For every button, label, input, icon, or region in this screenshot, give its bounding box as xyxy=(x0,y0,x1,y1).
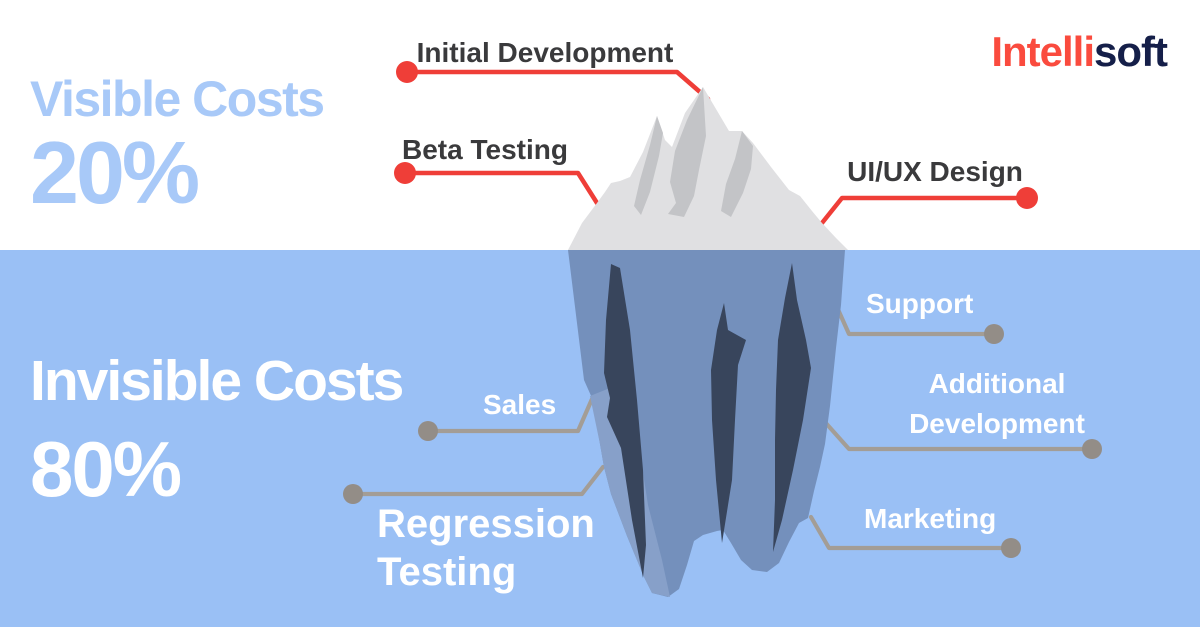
logo-part-navy: soft xyxy=(1094,28,1168,75)
dot-regression-testing xyxy=(343,484,363,504)
dot-additional-development xyxy=(1082,439,1102,459)
iceberg-above-facet-center xyxy=(668,87,706,217)
dot-support xyxy=(984,324,1004,344)
logo-part-red: Intelli xyxy=(991,28,1095,75)
intellisoft-logo: Intellisoft xyxy=(991,28,1168,76)
label-sales: Sales xyxy=(483,389,557,420)
label-initial-development: Initial Development xyxy=(416,37,674,68)
dot-marketing xyxy=(1001,538,1021,558)
visible-costs-title: Visible Costs xyxy=(30,71,325,127)
label-additional-development: Additional Development xyxy=(909,368,1085,439)
leader-line-support xyxy=(833,302,997,337)
leader-line-beta-testing xyxy=(402,170,600,206)
iceberg-crevice-middle xyxy=(711,303,746,543)
visible-costs-percent: 20% xyxy=(30,123,200,222)
label-marketing: Marketing xyxy=(864,503,997,534)
leader-line-ui-ux-design xyxy=(819,195,1030,226)
leader-line-initial-development xyxy=(404,69,711,102)
iceberg-above-facet-left xyxy=(634,116,663,215)
label-beta-testing: Beta Testing xyxy=(402,134,568,165)
iceberg-crevice-right xyxy=(773,263,811,552)
iceberg-crevice-left xyxy=(604,264,646,578)
invisible-costs-title: Invisible Costs xyxy=(30,349,404,413)
dot-beta-testing xyxy=(394,162,416,184)
iceberg-above-body xyxy=(568,87,848,250)
label-regression-testing: Regression Testing xyxy=(377,502,595,594)
leader-line-sales xyxy=(425,396,595,434)
dot-ui-ux-design xyxy=(1016,187,1038,209)
dot-sales xyxy=(418,421,438,441)
invisible-costs-percent: 80% xyxy=(30,425,182,513)
leader-line-additional-development xyxy=(821,418,1095,452)
leader-line-regression-testing xyxy=(350,464,606,497)
label-support: Support xyxy=(866,288,974,319)
iceberg-above-facet-right xyxy=(721,131,753,217)
label-ui-ux-design: UI/UX Design xyxy=(847,156,1023,187)
dot-initial-development xyxy=(396,61,418,83)
leader-line-marketing xyxy=(808,514,1014,551)
